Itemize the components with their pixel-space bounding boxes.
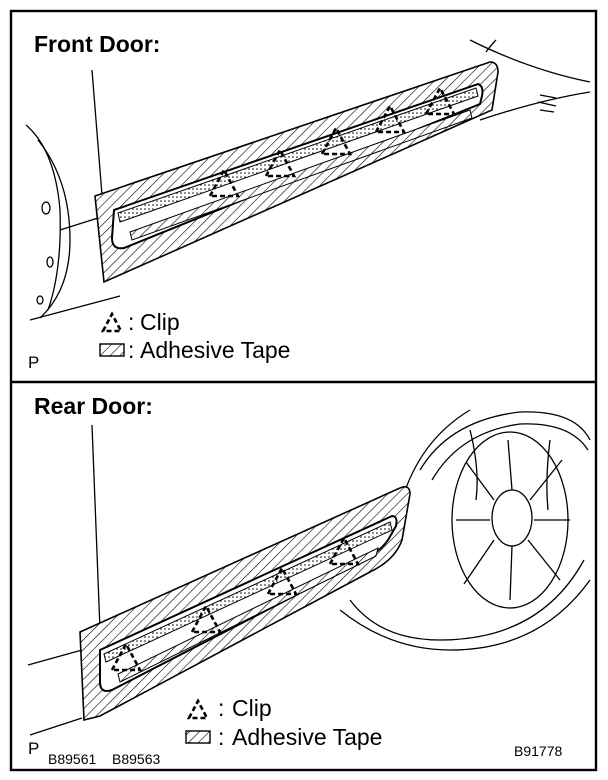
- front-legend-tape-sep: :: [128, 337, 134, 363]
- front-legend-clip-sep: :: [128, 309, 134, 335]
- rear-legend-clip-sep: :: [218, 695, 224, 721]
- front-body-upper-right: [469, 39, 591, 83]
- rear-clip-2: [189, 603, 223, 634]
- rear-door-title: Rear Door:: [34, 393, 153, 419]
- rear-door-edge: [91, 424, 101, 631]
- rear-lower-line-left: [29, 717, 83, 736]
- rear-legend-tape-sep: :: [218, 724, 224, 750]
- front-door-edge: [91, 69, 103, 196]
- rear-wheel-arch: [401, 409, 471, 501]
- rear-door-panel: Rear Door:: [27, 393, 591, 758]
- front-tire-tread: [537, 94, 557, 113]
- front-bolt-holes: [36, 201, 54, 305]
- rear-legend-tape-label: Adhesive Tape: [232, 724, 382, 750]
- rear-marker-p: P: [28, 739, 39, 758]
- front-legend: : Clip : Adhesive Tape: [99, 309, 290, 363]
- front-clip-3: [319, 125, 353, 156]
- adhesive-tape-legend-icon: [185, 730, 211, 744]
- front-clip-1: [207, 167, 241, 198]
- front-wheel-arch: [25, 124, 61, 311]
- front-clip-4: [373, 103, 407, 134]
- rear-clip-3: [265, 565, 299, 596]
- front-door-title: Front Door:: [34, 31, 160, 57]
- clip-legend-icon: [186, 698, 210, 720]
- rear-tire: [339, 411, 591, 651]
- rear-moulding-strip: [103, 521, 393, 663]
- front-lower-body-line: [29, 295, 121, 321]
- front-clip-2: [263, 147, 297, 178]
- code-middle: B89563: [112, 751, 160, 767]
- rear-moulding-inner-tape: [117, 547, 379, 683]
- rear-clip-4: [327, 535, 361, 566]
- adhesive-tape-legend-icon: [99, 343, 125, 357]
- code-left: B89561: [48, 751, 96, 767]
- front-moulding-tip: [485, 39, 497, 53]
- front-rocker-right: [479, 91, 591, 121]
- code-right: B91778: [514, 743, 562, 759]
- rear-body-line-left: [27, 649, 83, 666]
- front-clip-5: [423, 85, 457, 116]
- front-legend-clip-label: Clip: [140, 309, 180, 335]
- rear-legend: : Clip : Adhesive Tape: [185, 695, 382, 750]
- front-legend-tape-label: Adhesive Tape: [140, 337, 290, 363]
- front-marker-p: P: [28, 353, 39, 372]
- rear-legend-clip-label: Clip: [232, 695, 272, 721]
- outer-frame: [9, 9, 598, 772]
- rear-clip-1: [109, 641, 143, 672]
- front-wheel-arch-inner: [37, 139, 71, 319]
- front-moulding-strip: [117, 87, 479, 223]
- front-moulding-inner-tape: [129, 109, 473, 241]
- clip-legend-icon: [100, 311, 124, 333]
- front-body-crease: [59, 217, 99, 231]
- front-door-panel: Front Door:: [25, 31, 591, 372]
